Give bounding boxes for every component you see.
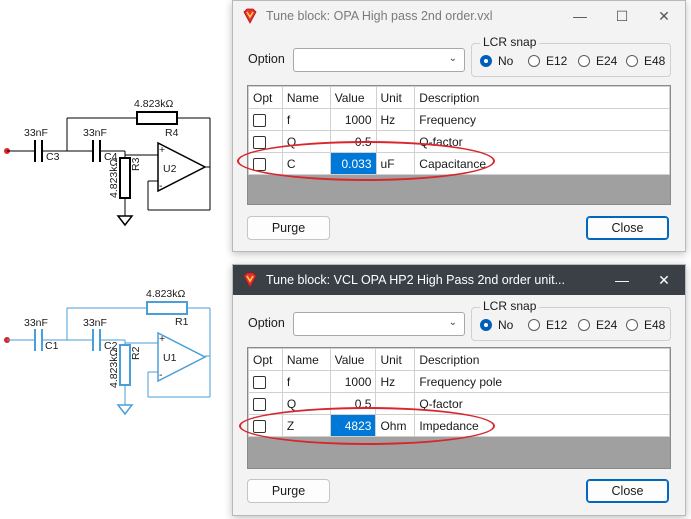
param-description: Frequency pole <box>414 370 670 393</box>
close-button[interactable]: Close <box>586 216 669 240</box>
option-combobox[interactable]: ⌄ <box>293 312 465 336</box>
col-description: Description <box>414 86 670 109</box>
lcr-radio-e24[interactable]: E24 <box>578 318 617 332</box>
chevron-down-icon: ⌄ <box>448 317 457 328</box>
option-combobox[interactable]: ⌄ <box>293 48 465 72</box>
opt-checkbox[interactable] <box>253 113 266 127</box>
lcr-snap-title: LCR snap <box>480 299 540 313</box>
maximize-button[interactable]: ☐ <box>615 7 629 24</box>
lcr-radio-e12[interactable]: E12 <box>528 54 567 68</box>
r1-value: 4.823kΩ <box>146 288 186 300</box>
purge-button[interactable]: Purge <box>247 479 330 503</box>
param-description: Frequency <box>414 108 670 131</box>
c2-value: 33nF <box>83 317 107 329</box>
param-description: Q-factor <box>414 392 670 415</box>
option-label: Option <box>248 52 285 66</box>
close-window-button[interactable]: ✕ <box>658 7 670 24</box>
r3-value: 4.823kΩ <box>108 158 120 198</box>
param-unit: Hz <box>375 370 416 393</box>
col-description: Description <box>414 348 670 371</box>
close-button[interactable]: Close <box>586 479 669 503</box>
lcr-snap-title: LCR snap <box>480 35 540 49</box>
tune-block-dialog-bottom: Tune block: VCL OPA HP2 High Pass 2nd or… <box>232 264 686 516</box>
c1-value: 33nF <box>24 317 48 329</box>
param-value[interactable]: 1000 <box>329 108 377 131</box>
window-title: Tune block: VCL OPA HP2 High Pass 2nd or… <box>266 273 565 287</box>
titlebar[interactable]: Tune block: VCL OPA HP2 High Pass 2nd or… <box>233 265 685 295</box>
col-unit: Unit <box>375 348 416 371</box>
col-value: Value <box>329 86 377 109</box>
purge-button[interactable]: Purge <box>247 216 330 240</box>
r4-value: 4.823kΩ <box>134 98 174 110</box>
opamp-plus: + <box>159 333 165 345</box>
lcr-radio-no[interactable]: No <box>480 54 513 68</box>
opamp-minus: - <box>159 180 163 192</box>
col-name: Name <box>281 348 331 371</box>
option-label: Option <box>248 316 285 330</box>
col-value: Value <box>329 348 377 371</box>
window-title: Tune block: OPA High pass 2nd order.vxl <box>266 9 493 23</box>
table-row[interactable]: f 1000 Hz Frequency <box>248 108 670 131</box>
lcr-snap-group: LCR snap No E12 E24 E48 <box>471 299 671 341</box>
header-row: Opt Name Value Unit Description <box>248 348 670 371</box>
r2-name: R2 <box>130 346 142 360</box>
lcr-radio-e12[interactable]: E12 <box>528 318 567 332</box>
lcr-radio-e48[interactable]: E48 <box>626 318 665 332</box>
opamp-minus: - <box>159 369 163 381</box>
col-opt: Opt <box>248 348 283 371</box>
c3-value: 33nF <box>24 127 48 139</box>
param-value[interactable]: 1000 <box>329 370 377 393</box>
lcr-radio-e48[interactable]: E48 <box>626 54 665 68</box>
highlight-oval <box>237 141 495 181</box>
schematic-bottom: 4.823kΩ R1 33nF C1 33nF C2 4.823kΩ R2 U1… <box>4 288 211 416</box>
opt-checkbox[interactable] <box>253 375 266 389</box>
close-window-button[interactable]: ✕ <box>658 271 670 288</box>
app-logo-icon <box>243 272 257 288</box>
lcr-radio-e24[interactable]: E24 <box>578 54 617 68</box>
c4-value: 33nF <box>83 127 107 139</box>
r2-value: 4.823kΩ <box>108 348 120 388</box>
opamp-plus: + <box>159 144 165 156</box>
r4-name: R4 <box>165 127 179 139</box>
r3-name: R3 <box>130 157 142 171</box>
app-logo-icon <box>243 8 257 24</box>
c4-name: C4 <box>104 151 118 163</box>
opamp-name: U1 <box>163 352 177 364</box>
param-name: f <box>281 370 331 393</box>
chevron-down-icon: ⌄ <box>448 53 457 64</box>
opamp-name: U2 <box>163 163 177 175</box>
tune-block-dialog-top: Tune block: OPA High pass 2nd order.vxl … <box>232 0 686 252</box>
lcr-radio-no[interactable]: No <box>480 318 513 332</box>
col-unit: Unit <box>375 86 416 109</box>
highlight-oval <box>239 407 495 445</box>
lcr-snap-group: LCR snap No E12 E24 E48 <box>471 35 671 77</box>
header-row: Opt Name Value Unit Description <box>248 86 670 109</box>
titlebar[interactable]: Tune block: OPA High pass 2nd order.vxl … <box>233 1 685 31</box>
c3-name: C3 <box>46 151 60 163</box>
r1-name: R1 <box>175 316 189 328</box>
opt-checkbox[interactable] <box>253 135 266 149</box>
col-opt: Opt <box>248 86 283 109</box>
param-unit: Hz <box>375 108 416 131</box>
c2-name: C2 <box>104 340 118 352</box>
param-name: f <box>281 108 331 131</box>
minimize-button[interactable]: — <box>615 272 629 288</box>
minimize-button[interactable]: — <box>573 8 587 24</box>
table-row[interactable]: f 1000 Hz Frequency pole <box>248 370 670 393</box>
col-name: Name <box>281 86 331 109</box>
schematic-top: 4.823kΩ R4 33nF C3 33nF C4 4.823kΩ R3 U2… <box>4 98 211 227</box>
opt-checkbox[interactable] <box>253 397 266 411</box>
c1-name: C1 <box>45 340 59 352</box>
